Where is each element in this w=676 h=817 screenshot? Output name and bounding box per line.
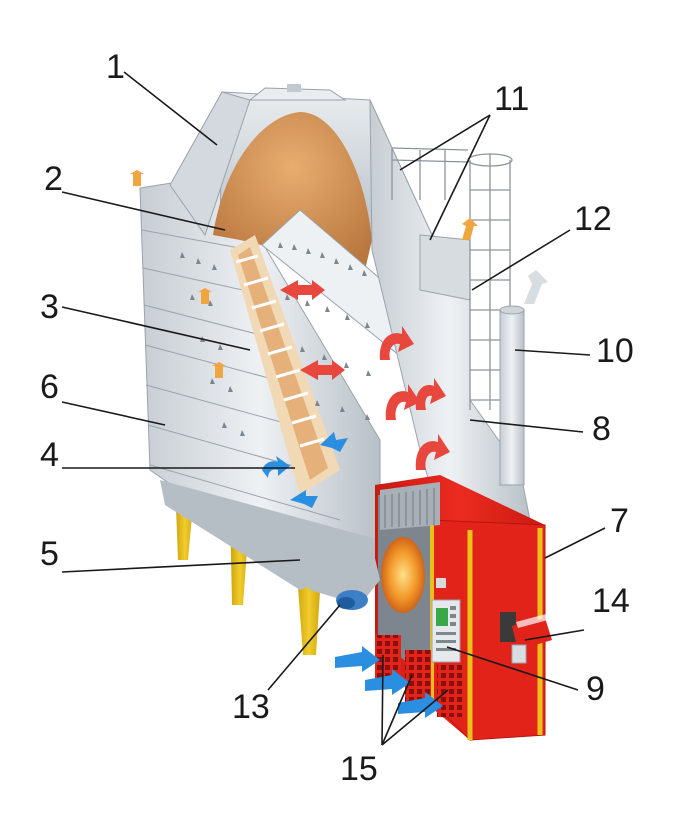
hot-air-arrows <box>280 280 450 470</box>
exhaust-arrows <box>130 170 548 378</box>
cold-air-arrows <box>262 432 443 718</box>
callout-15: 15 <box>340 750 378 788</box>
callout-13: 13 <box>232 688 270 726</box>
exhaust-pipe <box>499 305 525 486</box>
discharge-auger <box>300 545 380 610</box>
control-panel <box>431 578 461 663</box>
callout-1: 1 <box>106 48 125 86</box>
burner-unit <box>500 612 552 664</box>
callout-7: 7 <box>610 502 629 540</box>
callout-9: 9 <box>586 670 605 708</box>
callout-11: 11 <box>494 80 529 118</box>
leader-lines <box>61 71 606 746</box>
callout-4: 4 <box>40 436 59 474</box>
callout-12: 12 <box>574 200 612 238</box>
callout-6: 6 <box>40 368 59 406</box>
callout-10: 10 <box>596 332 634 370</box>
callout-3: 3 <box>40 288 59 326</box>
callout-5: 5 <box>40 535 59 573</box>
callout-8: 8 <box>592 410 611 448</box>
callout-labels: 1 2 3 4 5 6 7 8 9 10 11 12 13 14 15 <box>40 48 634 788</box>
hot-air-duct <box>369 99 531 521</box>
callout-2: 2 <box>44 160 63 198</box>
callout-14: 14 <box>592 582 630 620</box>
